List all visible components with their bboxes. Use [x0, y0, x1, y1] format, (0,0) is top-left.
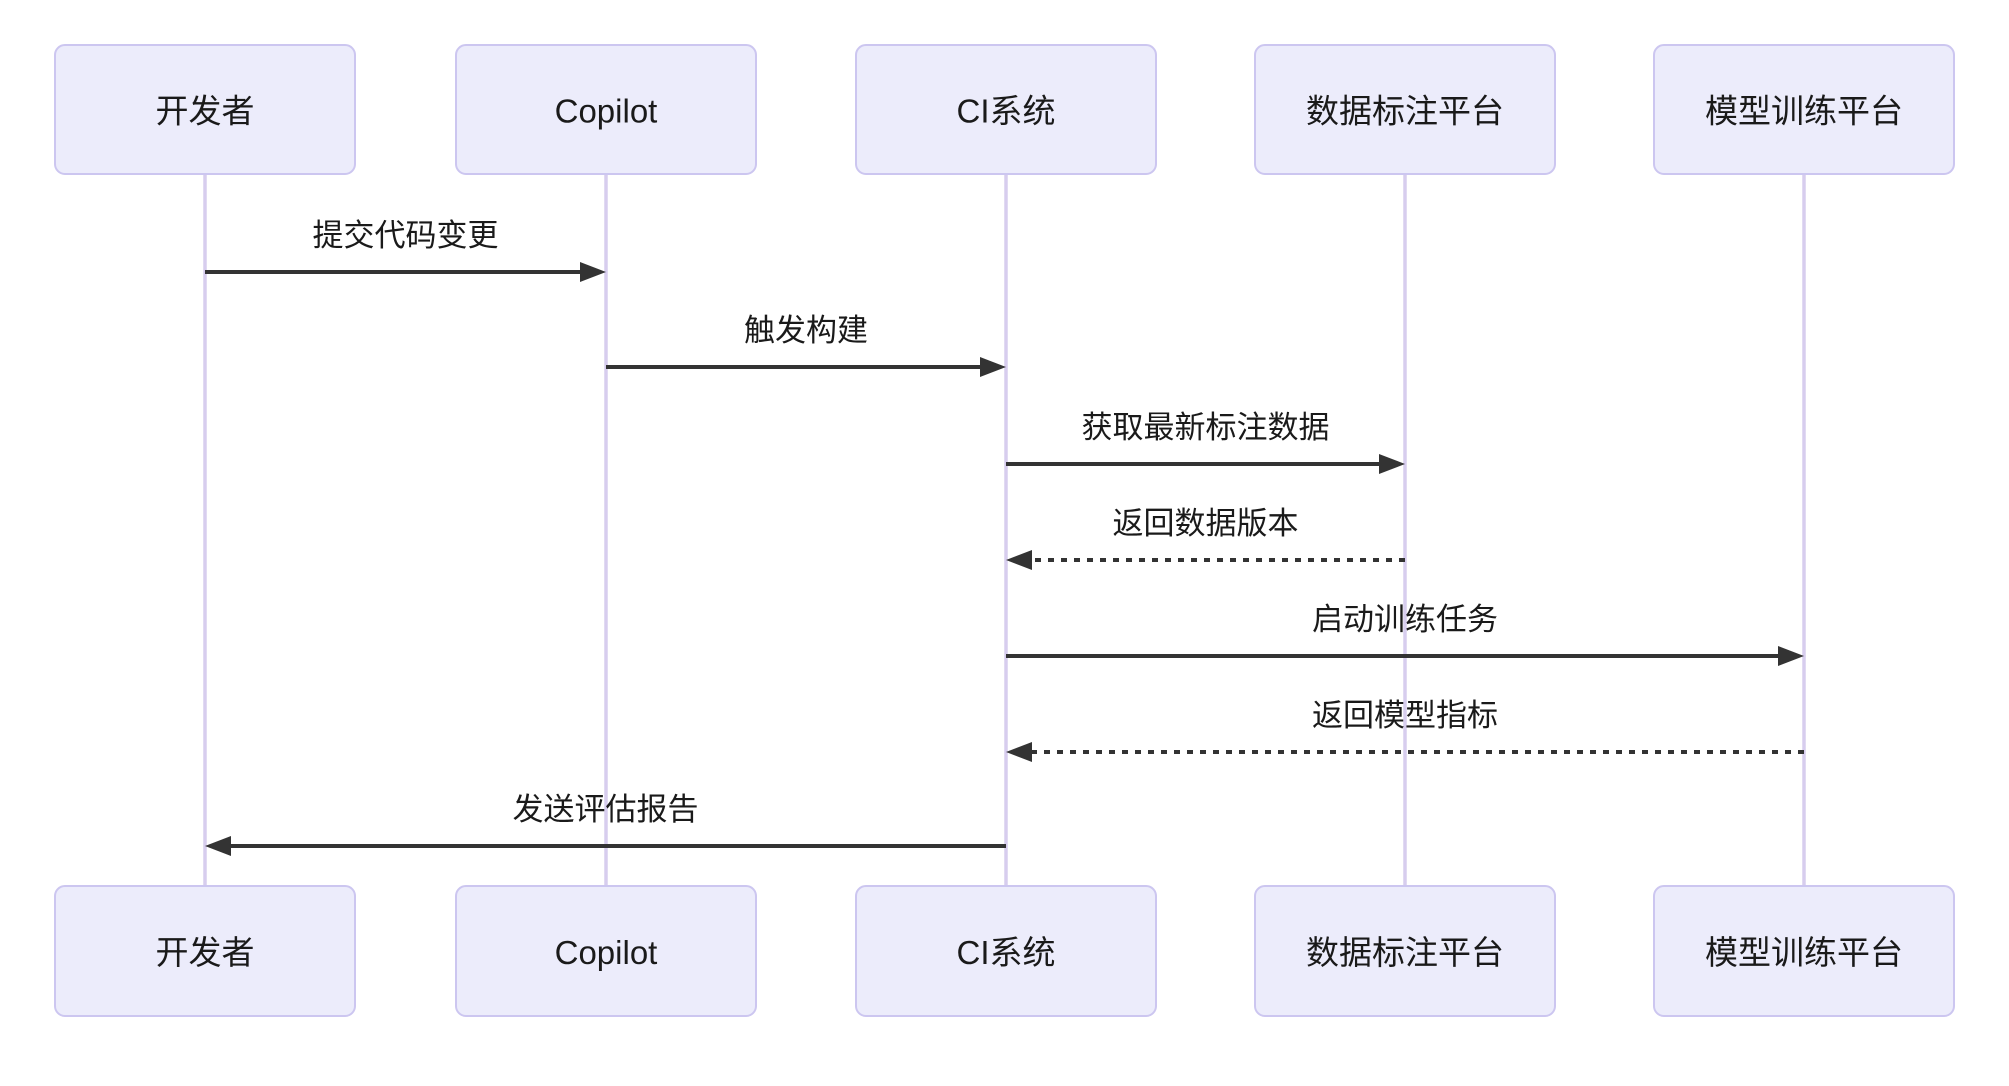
arrowhead-left-icon: [1006, 550, 1032, 570]
message-6-model-training-platform-to-ci-system: 返回模型指标: [1006, 698, 1804, 762]
actor-label: 模型训练平台: [1705, 92, 1903, 129]
message-3-ci-system-to-data-annotation-platform: 获取最新标注数据: [1006, 410, 1405, 474]
actor-label: 数据标注平台: [1306, 92, 1504, 129]
actor-label: 模型训练平台: [1705, 934, 1903, 971]
message-label: 发送评估报告: [513, 792, 699, 827]
message-7-ci-system-to-developer: 发送评估报告: [205, 792, 1006, 856]
actor-label: CI系统: [957, 92, 1056, 129]
actor-box: [1254, 44, 1556, 175]
actor-label: Copilot: [555, 934, 658, 971]
message-label: 启动训练任务: [1312, 602, 1498, 637]
arrowhead-right-icon: [980, 357, 1006, 377]
actor-box: [855, 885, 1157, 1017]
actor-copilot-top: Copilot: [455, 44, 757, 175]
message-2-copilot-to-ci-system: 触发构建: [606, 313, 1006, 377]
message-label: 返回模型指标: [1312, 698, 1498, 733]
message-label: 返回数据版本: [1113, 506, 1299, 541]
message-label: 获取最新标注数据: [1082, 410, 1330, 445]
arrowhead-right-icon: [1778, 646, 1804, 666]
actor-label: 开发者: [156, 92, 255, 129]
actor-copilot-bottom: Copilot: [455, 885, 757, 1017]
actor-label: 数据标注平台: [1306, 934, 1504, 971]
actor-model-training-platform-bottom: 模型训练平台: [1653, 885, 1955, 1017]
actor-box: [1254, 885, 1556, 1017]
message-5-ci-system-to-model-training-platform: 启动训练任务: [1006, 602, 1804, 666]
actor-developer-bottom: 开发者: [54, 885, 356, 1017]
message-1-developer-to-copilot: 提交代码变更: [205, 218, 606, 282]
arrowhead-left-icon: [1006, 742, 1032, 762]
arrowhead-left-icon: [205, 836, 231, 856]
actor-model-training-platform-top: 模型训练平台: [1653, 44, 1955, 175]
arrowhead-right-icon: [1379, 454, 1405, 474]
actor-developer-top: 开发者: [54, 44, 356, 175]
actor-box: [855, 44, 1157, 175]
arrowhead-right-icon: [580, 262, 606, 282]
actor-box: [1653, 885, 1955, 1017]
actor-box: [455, 885, 757, 1017]
actor-box: [455, 44, 757, 175]
actor-ci-system-top: CI系统: [855, 44, 1157, 175]
actor-data-annotation-platform-bottom: 数据标注平台: [1254, 885, 1556, 1017]
message-label: 触发构建: [744, 313, 868, 348]
message-label: 提交代码变更: [313, 218, 499, 253]
actor-label: 开发者: [156, 934, 255, 971]
actor-label: CI系统: [957, 934, 1056, 971]
actor-ci-system-bottom: CI系统: [855, 885, 1157, 1017]
actor-box: [54, 885, 356, 1017]
actor-box: [54, 44, 356, 175]
actor-data-annotation-platform-top: 数据标注平台: [1254, 44, 1556, 175]
actor-label: Copilot: [555, 92, 658, 129]
message-4-data-annotation-platform-to-ci-system: 返回数据版本: [1006, 506, 1405, 570]
actor-box: [1653, 44, 1955, 175]
